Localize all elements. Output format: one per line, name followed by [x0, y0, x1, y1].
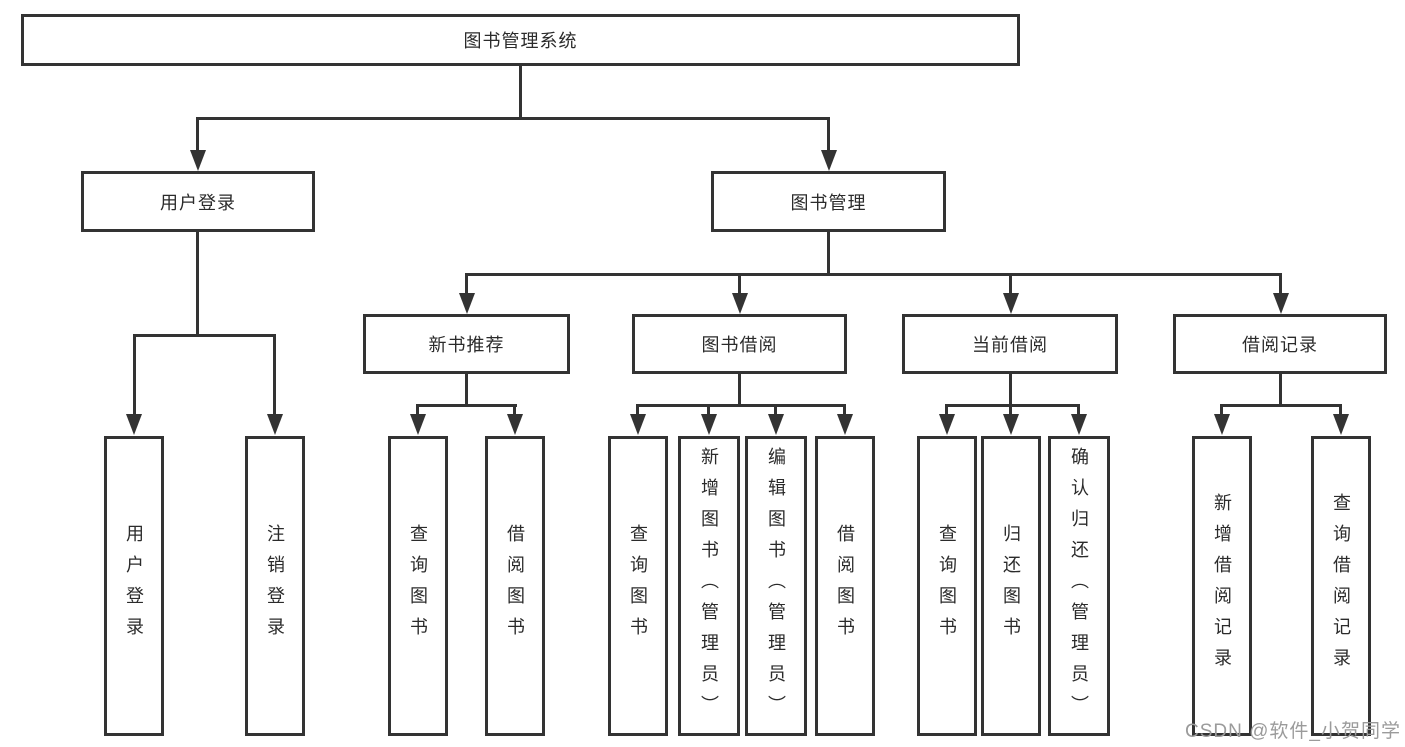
node-current-borrow: 当前借阅 — [902, 314, 1118, 374]
connector-l3-branch — [945, 404, 1080, 407]
arrow-down-icon — [1071, 414, 1087, 435]
node-user-login: 用户登录 — [81, 171, 315, 232]
connector-drop-l3 — [1279, 273, 1282, 294]
leaf-borrow-books-recommend-label: 借阅图书 — [505, 524, 525, 648]
connector-l3-branch — [1220, 404, 1342, 407]
leaf-borrow-books-recommend: 借阅图书 — [485, 436, 545, 736]
leaf-edit-book-admin-label: 编辑图书（管理员） — [766, 446, 786, 726]
arrow-down-icon — [410, 414, 426, 435]
node-root-label: 图书管理系统 — [463, 31, 578, 51]
node-book-management: 图书管理 — [711, 171, 946, 232]
leaf-query-books-recommend: 查询图书 — [388, 436, 448, 736]
connector-drop-leaf — [416, 404, 419, 417]
arrow-down-icon — [126, 414, 142, 435]
leaf-return-book-label: 归还图书 — [1001, 524, 1021, 648]
arrow-down-icon — [630, 414, 646, 435]
node-borrow-records-label: 借阅记录 — [1242, 335, 1318, 355]
arrow-down-icon — [837, 414, 853, 435]
connector-l3-stem — [465, 374, 468, 407]
leaf-query-borrow-record-label: 查询借阅记录 — [1331, 493, 1351, 679]
arrow-down-icon — [1003, 414, 1019, 435]
connector-drop-leaf — [707, 404, 710, 417]
node-new-book-recommend-label: 新书推荐 — [428, 335, 505, 355]
arrow-down-icon — [939, 414, 955, 435]
connector-l3-branch — [636, 404, 846, 407]
node-root: 图书管理系统 — [21, 14, 1020, 66]
node-current-borrow-label: 当前借阅 — [972, 335, 1048, 355]
connector-user-login-branch — [133, 334, 276, 337]
connector-drop-l3 — [1009, 273, 1012, 294]
leaf-query-books-current: 查询图书 — [917, 436, 977, 736]
csdn-watermark: CSDN @软件_小贺同学 — [1185, 721, 1401, 742]
connector-l3-stem — [1279, 374, 1282, 407]
arrow-down-icon — [1214, 414, 1230, 435]
leaf-logout-label: 注销登录 — [265, 524, 285, 648]
leaf-query-books-recommend-label: 查询图书 — [408, 524, 428, 648]
leaf-query-books-current-label: 查询图书 — [937, 524, 957, 648]
connector-book-management-branch — [465, 273, 1282, 276]
node-user-login-label: 用户登录 — [160, 192, 236, 213]
connector-root-branch — [196, 117, 830, 120]
connector-l3-stem — [738, 374, 741, 407]
leaf-return-book: 归还图书 — [981, 436, 1041, 736]
connector-l3-stem — [1009, 374, 1012, 407]
arrow-down-icon — [267, 414, 283, 435]
leaf-logout: 注销登录 — [245, 436, 305, 736]
arrow-down-icon — [1003, 293, 1019, 314]
leaf-user-login: 用户登录 — [104, 436, 164, 736]
arrow-down-icon — [507, 414, 523, 435]
leaf-add-book-admin: 新增图书（管理员） — [678, 436, 740, 736]
node-borrow-records: 借阅记录 — [1173, 314, 1387, 374]
connector-drop-leaf — [273, 334, 276, 416]
connector-drop-leaf — [1077, 404, 1080, 417]
connector-drop-leaf — [1009, 404, 1012, 417]
arrow-down-icon — [768, 414, 784, 435]
node-new-book-recommend: 新书推荐 — [363, 314, 570, 374]
connector-drop-leaf — [945, 404, 948, 417]
connector-drop-user-login — [196, 117, 199, 151]
connector-drop-leaf — [513, 404, 516, 417]
node-book-borrow-label: 图书借阅 — [701, 335, 778, 355]
arrow-down-icon — [701, 414, 717, 435]
arrow-down-icon — [1273, 293, 1289, 314]
connector-drop-l3 — [738, 273, 741, 294]
connector-user-login-stem — [196, 232, 199, 337]
arrow-down-icon — [821, 150, 837, 171]
arrow-down-icon — [459, 293, 475, 314]
arrow-down-icon — [732, 293, 748, 314]
leaf-confirm-return-admin-label: 确认归还（管理员） — [1069, 446, 1089, 726]
node-book-management-label: 图书管理 — [790, 192, 867, 213]
connector-drop-leaf — [133, 334, 136, 416]
leaf-query-books-borrow: 查询图书 — [608, 436, 668, 736]
connector-root-stem — [519, 65, 522, 119]
arrow-down-icon — [1333, 414, 1349, 435]
leaf-borrow-books-label: 借阅图书 — [835, 524, 855, 648]
arrow-down-icon — [190, 150, 206, 171]
leaf-borrow-books: 借阅图书 — [815, 436, 875, 736]
connector-l3-branch — [416, 404, 517, 407]
leaf-edit-book-admin: 编辑图书（管理员） — [745, 436, 807, 736]
leaf-confirm-return-admin: 确认归还（管理员） — [1048, 436, 1110, 736]
connector-book-management-stem — [827, 232, 830, 276]
connector-drop-book-management — [827, 117, 830, 151]
connector-drop-leaf — [1220, 404, 1223, 417]
connector-drop-leaf — [1339, 404, 1342, 417]
leaf-add-borrow-record: 新增借阅记录 — [1192, 436, 1252, 736]
connector-drop-l3 — [465, 273, 468, 294]
leaf-query-books-borrow-label: 查询图书 — [628, 524, 648, 648]
connector-drop-leaf — [636, 404, 639, 417]
leaf-query-borrow-record: 查询借阅记录 — [1311, 436, 1371, 736]
connector-drop-leaf — [774, 404, 777, 417]
leaf-user-login-label: 用户登录 — [124, 524, 144, 648]
leaf-add-borrow-record-label: 新增借阅记录 — [1212, 493, 1232, 679]
leaf-add-book-admin-label: 新增图书（管理员） — [699, 446, 719, 726]
node-book-borrow: 图书借阅 — [632, 314, 847, 374]
connector-drop-leaf — [843, 404, 846, 417]
